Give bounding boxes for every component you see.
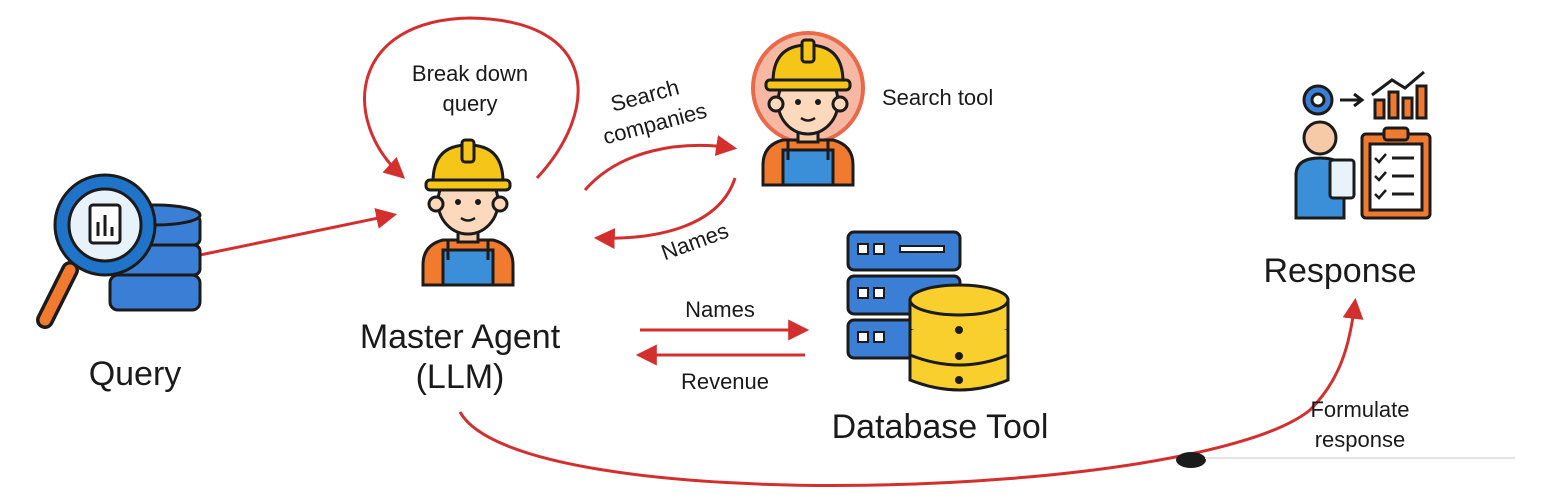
arrow-break-down-loop (363, 16, 580, 180)
arrow-search-companies (583, 135, 738, 191)
arrow-names-back (593, 177, 737, 250)
arrow-query-to-agent (199, 208, 398, 257)
formulate-label-line1: Formulate (1310, 397, 1410, 422)
names-to-db-label: Names (685, 297, 755, 322)
revenue-label: Revenue (680, 369, 770, 394)
search-tool-label: Search tool (882, 85, 994, 110)
master-agent-label-line2: (LLM) (415, 358, 505, 396)
database-tool-label: Database Tool (831, 408, 1049, 446)
analyst-report-icon (1294, 70, 1432, 220)
query-label: Query (88, 355, 182, 393)
arrow-formulate-response (458, 297, 1364, 487)
worker-helmet-icon (761, 38, 855, 187)
server-database-icon (846, 230, 1010, 392)
cursor-dot (1176, 452, 1206, 468)
break-down-label-line2: query (442, 91, 498, 116)
break-down-label-line1: Break down (411, 61, 529, 86)
formulate-label-line2: response (1314, 427, 1406, 452)
master-agent-label-line1: Master Agent (359, 318, 561, 356)
worker-helmet-icon (421, 138, 515, 287)
database-search-icon (36, 173, 202, 329)
response-label: Response (1263, 252, 1417, 290)
arrows (199, 16, 1364, 487)
